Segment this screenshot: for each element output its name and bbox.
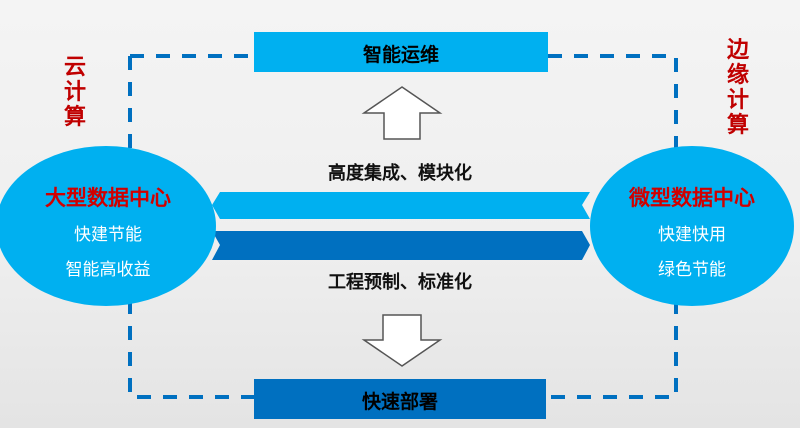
band-top-label: 高度集成、模块化 xyxy=(328,163,472,184)
edge-computing-label: 边缘计算 xyxy=(726,38,749,138)
right-circle-title: 微型数据中心 xyxy=(629,186,755,210)
band-top-left-arrow xyxy=(212,192,590,219)
band-bottom-label: 工程预制、标准化 xyxy=(328,272,472,293)
left-circle-line: 快建节能 xyxy=(74,225,142,245)
up-arrow-icon xyxy=(361,86,443,140)
band-bottom-right-arrow xyxy=(212,231,590,260)
left-circle-title: 大型数据中心 xyxy=(45,186,171,210)
right-circle xyxy=(590,146,794,306)
dashed-connector-left-top xyxy=(128,54,254,150)
left-circle xyxy=(0,146,216,306)
dashed-connector-right-bottom xyxy=(548,300,678,399)
dashed-connector-left-bottom xyxy=(128,300,254,399)
top-box-label: 智能运维 xyxy=(362,44,439,66)
right-circle-line: 快建快用 xyxy=(658,225,726,245)
down-arrow-icon xyxy=(361,314,443,367)
dashed-connector-right-top xyxy=(548,54,678,150)
bottom-box-label: 快速部署 xyxy=(361,391,438,413)
right-circle-line: 绿色节能 xyxy=(658,260,726,280)
cloud-computing-label: 云计算 xyxy=(63,55,86,130)
top-box xyxy=(254,32,548,72)
left-circle-line: 智能高收益 xyxy=(65,260,151,280)
bottom-box xyxy=(254,379,546,419)
